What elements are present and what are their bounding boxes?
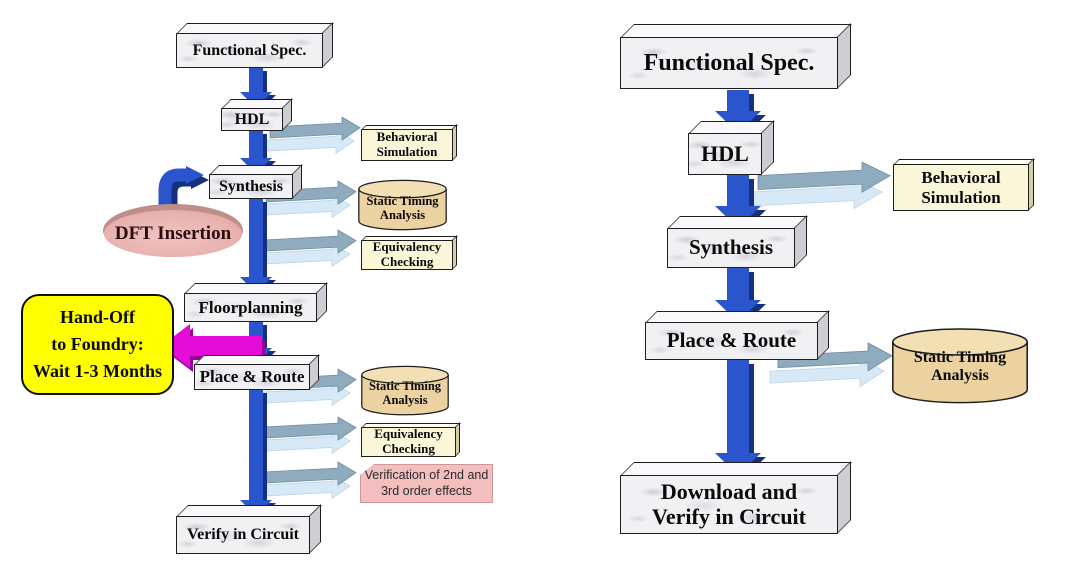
left-side-arrow-to-equivalency-2 [259, 416, 357, 455]
left-verify-circuit-label: Verify in Circuit [187, 526, 299, 544]
arrow-dft-to-synthesis [158, 166, 209, 215]
handoff-foundry-callout: Hand-Off to Foundry: Wait 1-3 Months [21, 294, 174, 395]
left-equivalency-box-1: Equivalency Checking [361, 240, 453, 270]
right-behavioral-simulation-label: Behavioral Simulation [921, 168, 1001, 207]
arrow-right-placeroute-to-download [715, 360, 766, 479]
left-synthesis-label: Synthesis [218, 177, 284, 195]
left-side-arrow-to-verification-note [259, 461, 357, 500]
handoff-line-3: Wait 1-3 Months [32, 361, 162, 381]
left-equivalency-label-2: Equivalency Checking [374, 426, 443, 456]
arrow-left-placeroute-to-verify [240, 390, 276, 519]
left-sta-cylinder-1: Static Timing Analysis [357, 179, 448, 232]
arrow-handoff-to-foundry [161, 324, 265, 372]
right-functional-spec-box: Functional Spec. [620, 37, 838, 89]
handoff-line-1: Hand-Off [59, 307, 135, 327]
left-sta-cylinder-2: Static Timing Analysis [360, 365, 450, 417]
right-side-arrow-to-sta [769, 342, 893, 388]
left-sta-label-2: Static Timing Analysis [368, 379, 442, 408]
left-place-route-box: Place & Route [194, 364, 310, 390]
left-hdl-label: HDL [234, 110, 270, 128]
dft-insertion-label: DFT Insertion [114, 222, 232, 244]
left-behavioral-simulation-box: Behavioral Simulation [361, 129, 453, 161]
right-sta-cylinder: Static Timing Analysis [890, 327, 1030, 406]
cylinder-shape [361, 365, 449, 416]
left-floorplanning-box: Floorplanning [184, 293, 317, 322]
dft-insertion-label-wrap: DFT Insertion [104, 210, 242, 257]
right-sta-label: Static Timing Analysis [913, 349, 1007, 385]
right-place-route-label: Place & Route [666, 328, 797, 353]
right-download-verify-box: Download and Verify in Circuit [620, 475, 838, 534]
left-functional-spec-box: Functional Spec. [176, 33, 323, 68]
right-hdl-label: HDL [701, 140, 749, 166]
left-equivalency-label-1: Equivalency Checking [372, 239, 442, 269]
cylinder-shape [358, 179, 447, 231]
right-download-verify-line-2: Verify in Circuit [652, 503, 806, 529]
left-functional-spec-label: Functional Spec. [192, 41, 307, 59]
verification-effects-label: Verification of 2nd and 3rd order effect… [364, 467, 489, 498]
verification-effects-note: Verification of 2nd and 3rd order effect… [360, 464, 493, 503]
left-side-arrow-to-behavioral-simulation [263, 116, 361, 155]
cylinder-shape [892, 328, 1028, 404]
left-hdl-box: HDL [221, 108, 283, 131]
right-behavioral-simulation-box: Behavioral Simulation [893, 164, 1029, 211]
right-synthesis-box: Synthesis [667, 228, 795, 268]
left-synthesis-box: Synthesis [209, 174, 293, 199]
left-side-arrow-to-equivalency-1 [259, 229, 357, 268]
left-sta-label-1: Static Timing Analysis [366, 194, 439, 223]
handoff-line-2: to Foundry: [51, 334, 144, 354]
right-place-route-box: Place & Route [645, 322, 818, 360]
right-functional-spec-label: Functional Spec. [643, 49, 815, 76]
dft-insertion-ellipse: DFT Insertion [103, 204, 243, 257]
left-behavioral-simulation-label: Behavioral Simulation [376, 129, 438, 159]
left-equivalency-box-2: Equivalency Checking [361, 427, 456, 457]
left-place-route-label: Place & Route [199, 367, 305, 387]
right-download-verify-line-1: Download and [660, 478, 798, 504]
right-hdl-box: HDL [688, 133, 762, 175]
right-side-arrow-to-behavioral-simulation [749, 161, 891, 210]
right-synthesis-label: Synthesis [688, 235, 774, 260]
arrow-right-funcspec-to-hdl [715, 90, 766, 137]
left-floorplanning-label: Floorplanning [198, 297, 303, 317]
arrow-left-synthesis-to-floorplanning [240, 199, 276, 296]
left-verify-circuit-box: Verify in Circuit [176, 516, 310, 554]
